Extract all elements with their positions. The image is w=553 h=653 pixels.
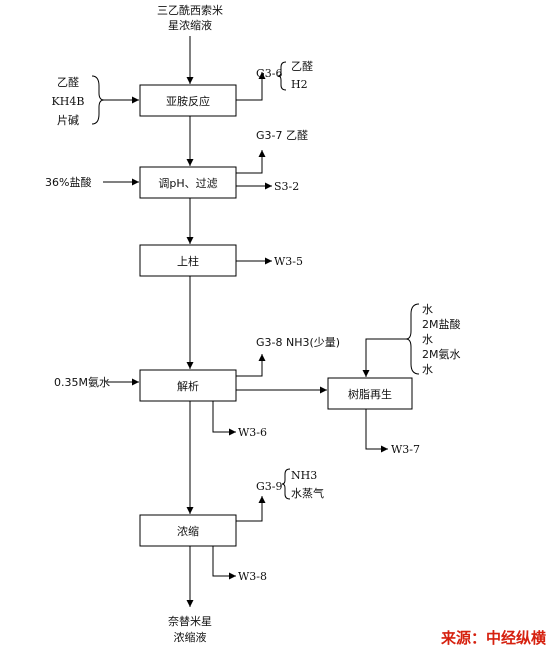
- arrow-reagents-to-resin: [362, 338, 406, 377]
- top-input-line-2: 星浓缩液: [168, 18, 212, 32]
- w3-7-label: W3-7: [391, 443, 420, 456]
- resin-input-1: 水: [422, 303, 433, 316]
- resin-box: [327, 377, 413, 410]
- g3-6-item-1: 乙醛: [291, 59, 313, 73]
- concentrate-box: [139, 514, 237, 547]
- column-label: 上柱: [177, 254, 199, 268]
- resin-label: 树脂再生: [348, 387, 392, 401]
- reaction-label: 亚胺反应: [166, 94, 210, 108]
- elution-input: 0.35M氨水: [54, 376, 110, 389]
- reaction-input-1: 乙醛: [57, 75, 79, 89]
- g3-8-label: G3-8 NH3(少量): [256, 336, 340, 349]
- resin-input-5: 水: [422, 363, 433, 376]
- g3-6-item-2: H2: [291, 78, 308, 91]
- g3-6-label: G3-6: [256, 67, 283, 80]
- elution-box: [139, 369, 237, 402]
- w3-5-label: W3-5: [274, 255, 303, 268]
- resin-inputs-brace: [405, 303, 420, 375]
- g3-9-label: G3-9: [256, 480, 283, 493]
- adjust-box: [139, 166, 237, 199]
- resin-input-4: 2M氨水: [422, 348, 461, 361]
- s3-2-label: S3-2: [274, 180, 299, 193]
- arrow-g3-6: [236, 72, 266, 101]
- arrow-g3-7: [236, 150, 266, 174]
- reaction-input-2: KH4B: [52, 95, 85, 108]
- g3-9-item-2: 水蒸气: [291, 486, 324, 500]
- reaction-input-3: 片碱: [57, 114, 79, 127]
- arrow-w3-7: [365, 409, 388, 453]
- adjust-label: 调pH、过滤: [158, 177, 217, 190]
- arrow-w3-8: [212, 546, 236, 580]
- arrow-w3-6: [212, 401, 236, 436]
- g3-6-brace: [277, 61, 287, 91]
- w3-8-label: W3-8: [238, 570, 267, 583]
- resin-input-3: 水: [422, 333, 433, 346]
- reaction-inputs-brace: [91, 75, 105, 125]
- top-input-line-1: 三乙酰西索米: [157, 3, 223, 17]
- arrow-g3-8: [236, 354, 266, 377]
- product-line-2: 浓缩液: [174, 630, 207, 644]
- g3-9-item-1: NH3: [291, 469, 317, 482]
- product-line-1: 奈替米星: [168, 614, 212, 628]
- g3-7-label: G3-7 乙醛: [256, 128, 308, 142]
- w3-6-label: W3-6: [238, 426, 267, 439]
- resin-input-2: 2M盐酸: [422, 317, 461, 331]
- source-label: 来源：中经纵横: [440, 629, 547, 647]
- g3-9-brace: [281, 468, 291, 500]
- adjust-input: 36%盐酸: [45, 175, 91, 189]
- concentrate-label: 浓缩: [177, 525, 199, 538]
- arrow-g3-9: [236, 496, 266, 522]
- elution-label: 解析: [177, 379, 199, 393]
